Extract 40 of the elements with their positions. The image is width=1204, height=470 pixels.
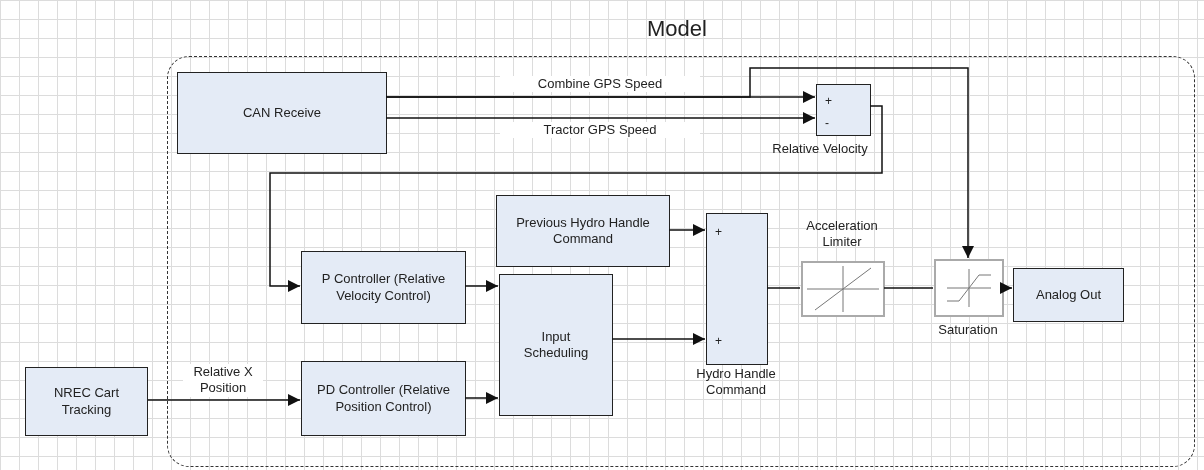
arrow (668, 224, 706, 236)
sum-block (816, 84, 871, 136)
arrow (1000, 282, 1013, 294)
connector-line (883, 287, 934, 289)
sign-label: + (715, 335, 722, 347)
sum-block (706, 213, 768, 365)
node-label: Previous Hydro Handle Command (515, 214, 651, 248)
dashed-boundary (167, 56, 1195, 467)
node-label: CAN Receive (242, 104, 322, 122)
arrow (464, 392, 499, 404)
block-caption: Saturation (937, 322, 999, 339)
arrow (385, 67, 974, 259)
arrow (385, 112, 816, 124)
process-box (1013, 268, 1124, 322)
node-label: PD Controller (Relative Position Control) (316, 382, 451, 415)
process-box (499, 274, 613, 416)
node-label: P Controller (Relative Velocity Control) (320, 271, 447, 304)
process-box (301, 361, 466, 436)
arrow (611, 333, 706, 345)
process-box (177, 72, 387, 154)
node-label: NREC Cart Tracking (53, 385, 120, 418)
node-label: Input Scheduling (522, 328, 590, 362)
arrow (269, 105, 883, 292)
diagram-title: Model (646, 16, 708, 42)
sign-label: + (825, 95, 832, 107)
process-box (301, 251, 466, 324)
edge-label: Combine GPS Speed (500, 76, 700, 93)
sign-label: + (715, 226, 722, 238)
arrow (464, 280, 499, 292)
connector-line (766, 287, 801, 289)
edge-label: Relative X Position (183, 364, 263, 397)
arrow (147, 394, 301, 406)
block-caption: Hydro Handle Command (695, 366, 777, 399)
edge-label: Tractor GPS Speed (500, 122, 700, 139)
block-caption: Acceleration Limiter (805, 218, 879, 251)
node-label: Analog Out (1034, 286, 1102, 304)
block-caption: Relative Velocity (771, 141, 869, 158)
process-box (496, 195, 670, 267)
sign-label: - (825, 117, 829, 129)
process-box (25, 367, 148, 436)
